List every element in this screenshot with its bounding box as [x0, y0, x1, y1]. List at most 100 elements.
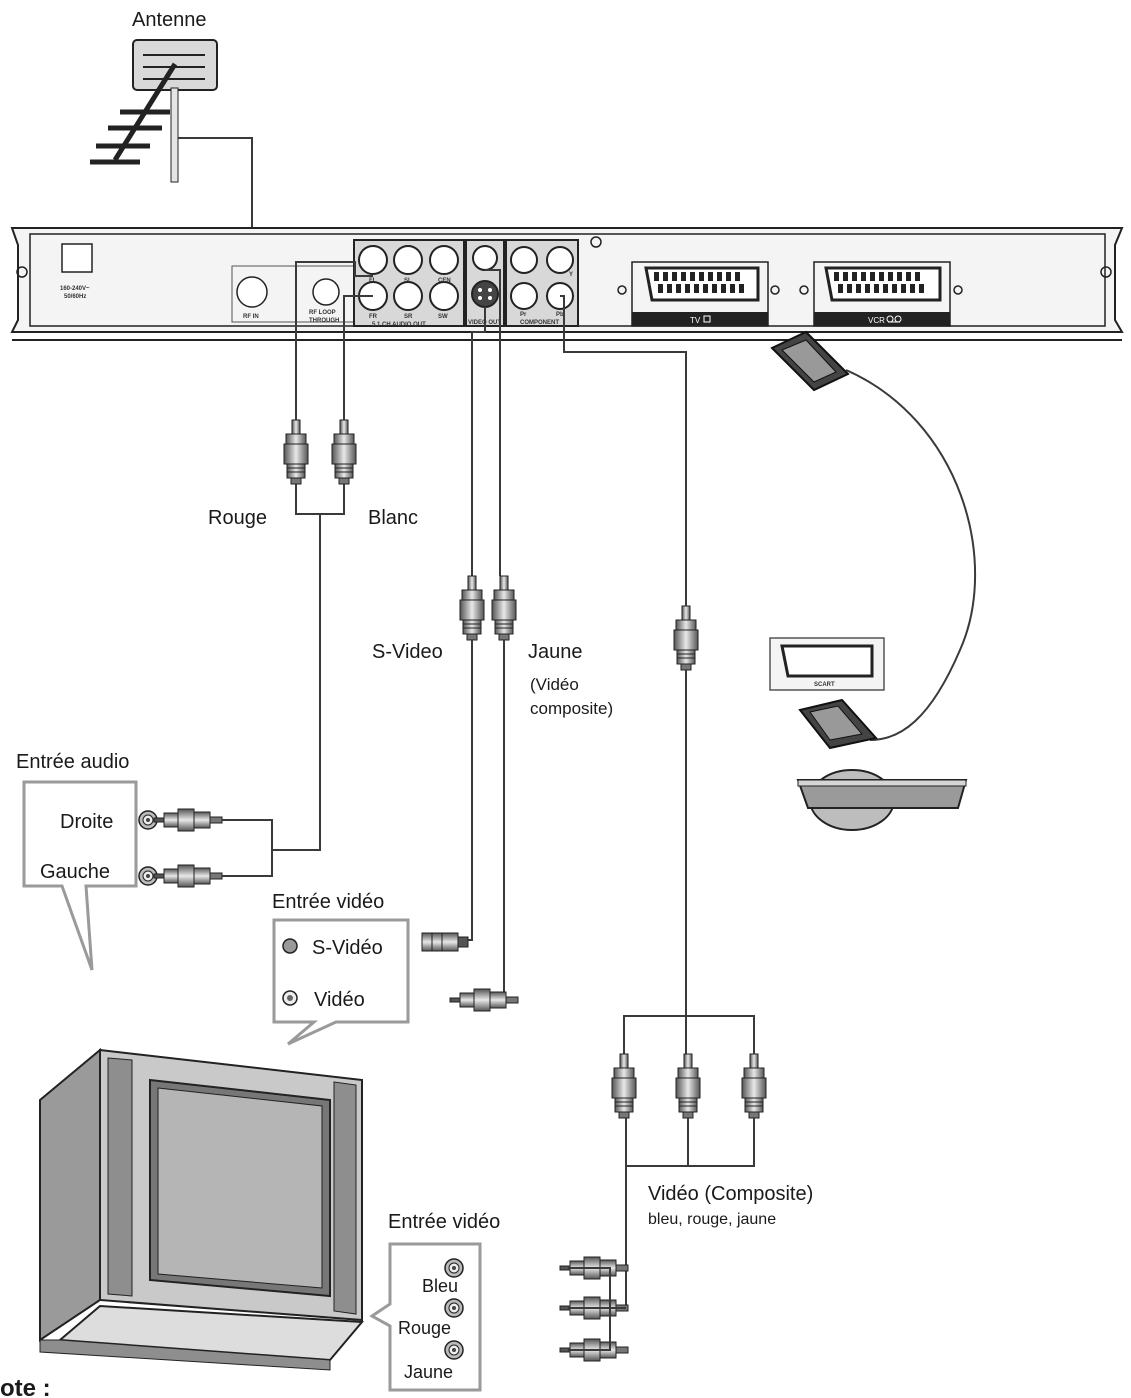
video-input-callout: [272, 918, 410, 1046]
jaune-2-label: Jaune: [404, 1362, 453, 1382]
rca-h-left: [153, 864, 223, 888]
vcr-device-icon: [796, 769, 968, 831]
rca-plug-red: [283, 419, 309, 485]
video-input-label: Entrée vidéo: [272, 891, 384, 913]
jack-sw: [429, 281, 459, 311]
jack-blue-icon: [444, 1258, 464, 1278]
video-input-2-label: Entrée vidéo: [388, 1211, 500, 1233]
scart-pin: [870, 272, 875, 281]
power-label-line1: 160-240V~: [60, 286, 90, 292]
scart-pin: [906, 272, 911, 281]
component-cable: [560, 295, 687, 606]
scart-vcr-label: VCR: [868, 316, 885, 325]
rouge-label: Rouge: [208, 507, 267, 529]
scart-pin: [897, 272, 902, 281]
s-video-out-jack: [471, 280, 499, 308]
scart-pin: [834, 272, 839, 281]
component-join: [625, 1118, 755, 1167]
composite-video-cable: [485, 269, 501, 576]
jack-pr-label: Pr: [520, 312, 527, 318]
s-video-jack-icon: [282, 938, 298, 954]
scart-device-label: SCART: [814, 682, 835, 688]
scart-pin: [672, 272, 677, 281]
scart-pin: [703, 284, 708, 293]
component-split-top: [623, 1015, 755, 1054]
droite-label: Droite: [60, 811, 113, 833]
s-video-plug: [459, 575, 485, 641]
video-label: Vidéo: [314, 989, 365, 1011]
scart-pin: [861, 272, 866, 281]
scart-pin: [856, 284, 861, 293]
s-video-fr-label: S-Vidéo: [312, 937, 383, 959]
rf-in-port: [236, 276, 268, 308]
rouge-2-label: Rouge: [398, 1318, 451, 1338]
scart-pin: [712, 284, 717, 293]
jack-sl-label: SL: [404, 278, 412, 284]
scart-pin: [721, 284, 726, 293]
jack-pb-label: Pb: [556, 312, 564, 318]
rf-loop-label-line1: RF LOOP: [309, 310, 336, 316]
jack-sr-label: SR: [404, 314, 413, 320]
video-plug-h: [449, 988, 519, 1012]
s-video-cable-down: [464, 640, 473, 941]
scart-pin: [667, 284, 672, 293]
scart-plug-top: [770, 330, 850, 392]
power-socket-icon: [61, 243, 93, 273]
rca-plug-white: [331, 419, 357, 485]
jack-sl: [393, 245, 423, 275]
scart-pin: [865, 284, 870, 293]
rca-h-right: [153, 808, 223, 832]
scart-plug-bottom: [798, 698, 878, 750]
note-label: ote :: [0, 1375, 51, 1398]
antenna-icon: [90, 39, 218, 183]
scart-pin: [694, 284, 699, 293]
audio-out-label: 5.1 CH AUDIO OUT: [372, 322, 426, 328]
s-video-plug-h: [421, 932, 469, 952]
rf-in-label: RF IN: [243, 314, 259, 320]
s-video-label: S-Video: [372, 641, 443, 663]
scart-pin: [654, 272, 659, 281]
jack-fr-label: FR: [369, 314, 378, 320]
scart-pin: [699, 272, 704, 281]
component-plug-yellow: [741, 1053, 767, 1119]
component-plug-blue: [611, 1053, 637, 1119]
audio-cable-red: [295, 261, 373, 420]
coaxial-jack: [510, 246, 538, 274]
audio-input-label: Entrée audio: [16, 751, 129, 773]
scart-pin: [658, 284, 663, 293]
jack-yellow-icon: [444, 1340, 464, 1360]
scart-pin: [883, 284, 888, 293]
video-out-jack: [472, 245, 498, 271]
scart-pin: [910, 284, 915, 293]
jack-y: [546, 246, 574, 274]
tv-symbol-icon: [703, 315, 711, 323]
component-plug: [673, 605, 699, 671]
scart-pin: [681, 272, 686, 281]
jack-cen: [429, 245, 459, 275]
audio-cable-trunk: [272, 514, 321, 851]
jack-red-icon: [444, 1298, 464, 1318]
jack-fl-label: FL: [369, 278, 377, 284]
component-cable-to-tv: [574, 1166, 627, 1311]
audio-cable-white: [343, 295, 373, 420]
scart-pin: [735, 272, 740, 281]
composite-colors-label: bleu, rouge, jaune: [648, 1211, 776, 1228]
video-plug: [491, 575, 517, 641]
bleu-label: Bleu: [422, 1276, 458, 1296]
jack-y-label: Y: [569, 272, 573, 278]
composite-title-label: Vidéo (Composite): [648, 1183, 813, 1205]
tv-icon: [39, 1047, 365, 1371]
s-video-cable: [471, 307, 486, 576]
jack-pr: [510, 282, 538, 310]
scart-pin: [879, 272, 884, 281]
video-composite-label-1: (Vidéo: [530, 675, 579, 694]
scart-pin: [915, 272, 920, 281]
scart-pin: [708, 272, 713, 281]
jaune-label: Jaune: [528, 641, 583, 663]
blanc-label: Blanc: [368, 507, 418, 529]
rf-loop-port: [312, 278, 340, 306]
power-label-line2: 50/60Hz: [64, 294, 86, 300]
video-composite-label-2: composite): [530, 699, 613, 718]
scart-pin: [901, 284, 906, 293]
